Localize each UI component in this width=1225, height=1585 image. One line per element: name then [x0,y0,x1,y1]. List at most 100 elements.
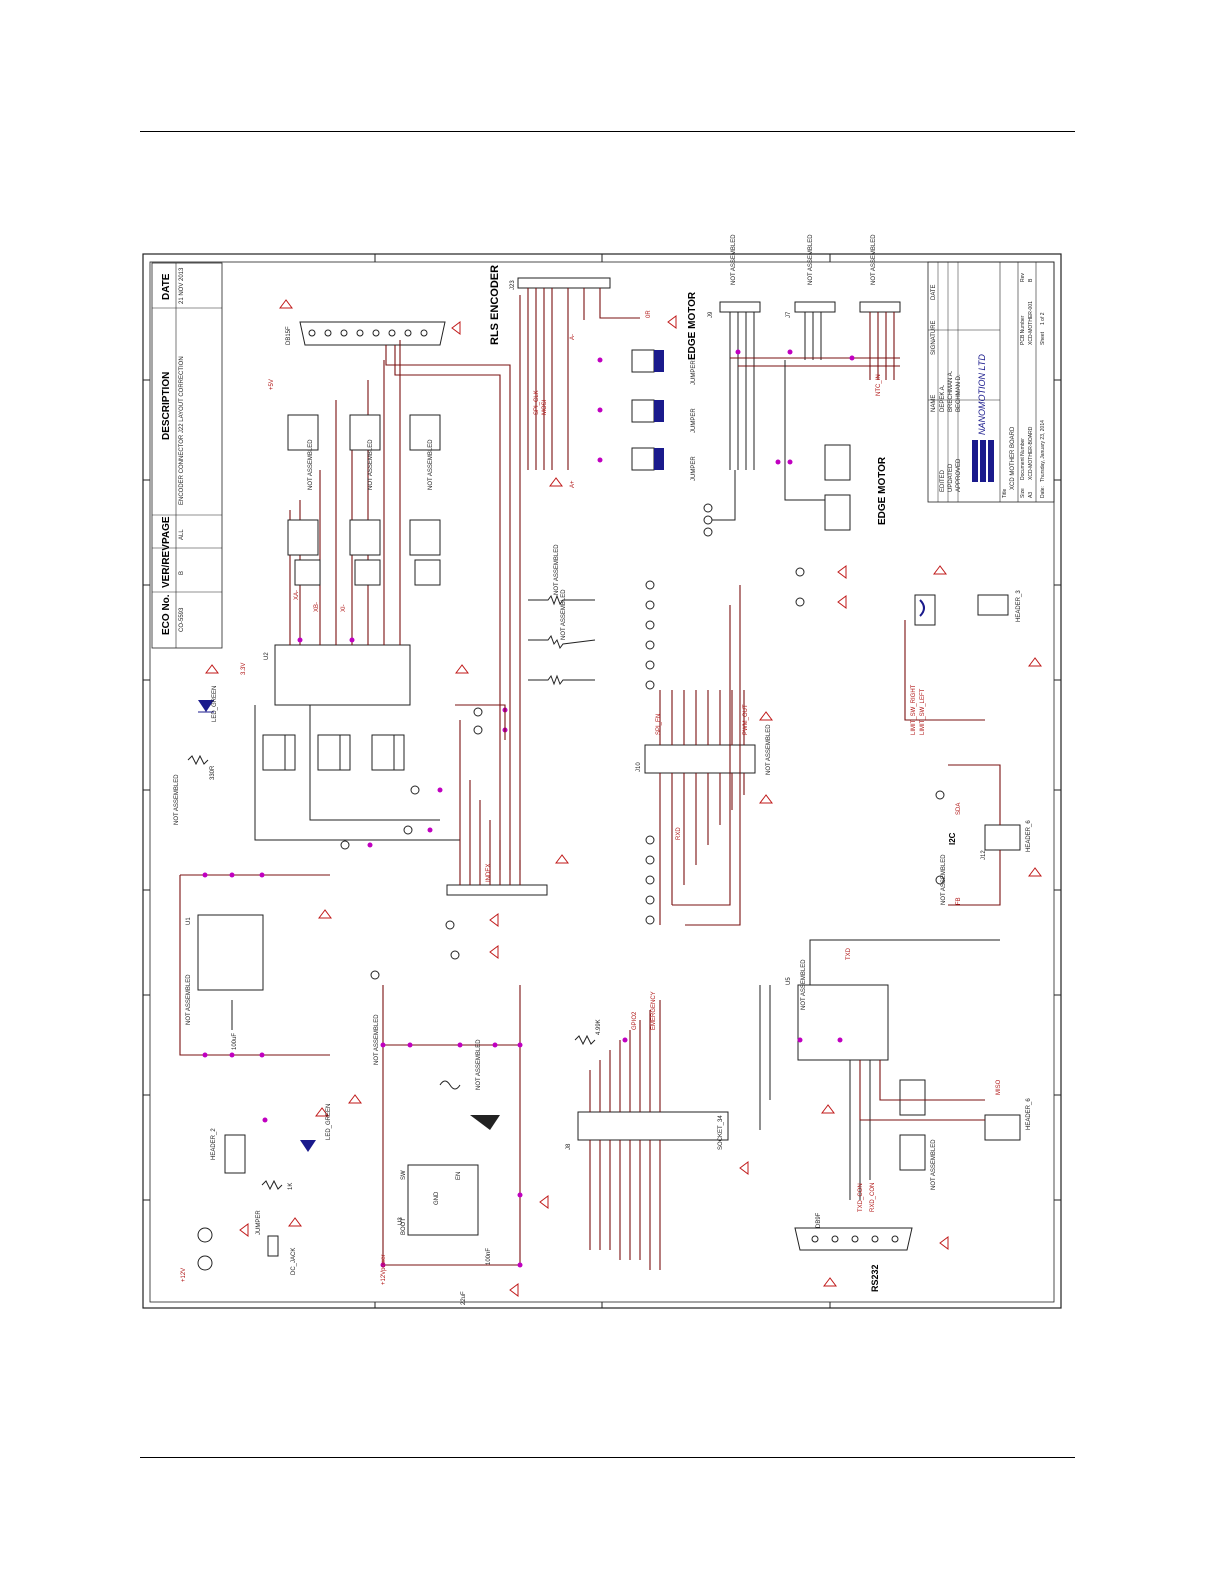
svg-text:U1: U1 [186,917,192,925]
svg-text:MISO: MISO [996,1079,1002,1095]
svg-text:SPI_CLK: SPI_CLK [534,390,540,415]
db9-connector: DB9F RS232 [794,1212,913,1292]
svg-text:4.99K: 4.99K [596,1019,602,1035]
rev-row-eco: CO-5593 [179,607,185,632]
svg-text:DEPEK A.: DEPEK A. [940,384,946,412]
svg-text:J8: J8 [566,1143,572,1150]
svg-text:BOOT: BOOT [401,1218,407,1235]
svg-text:NOT ASSEMBLED: NOT ASSEMBLED [554,544,560,595]
svg-text:NOT ASSEMBLED: NOT ASSEMBLED [766,724,772,775]
svg-text:DB15F: DB15F [286,326,292,345]
svg-text:Thursday, January 23, 2014: Thursday, January 23, 2014 [1040,420,1046,482]
svg-text:HEADER_3: HEADER_3 [1016,590,1022,622]
svg-text:NOT ASSEMBLED: NOT ASSEMBLED [808,234,814,285]
svg-text:JUMPER: JUMPER [691,456,697,481]
svg-text:330R: 330R [210,765,216,780]
svg-text:U2: U2 [264,652,270,660]
j7-header: HEADER_6 [984,1098,1032,1141]
header-rule [140,131,1075,132]
svg-text:U3: U3 [398,1217,404,1225]
svg-text:NANOMOTION LTD: NANOMOTION LTD [977,354,987,435]
u2-driver [274,340,441,706]
svg-text:DC_JACK: DC_JACK [291,1248,297,1275]
svg-text:PCB Number: PCB Number [1020,315,1026,345]
svg-text:JUMPER: JUMPER [256,1210,262,1235]
svg-text:HEADER_6: HEADER_6 [1026,820,1032,852]
svg-text:SOCKET_34: SOCKET_34 [718,1115,724,1150]
svg-text:SW: SW [401,1170,407,1180]
dc-jack: DC_JACK HEADER_2 1K [197,1128,316,1275]
r4-r5-r6 [528,594,596,686]
svg-text:TXD_CON: TXD_CON [858,1183,864,1212]
junction-dots [202,349,855,1268]
svg-text:APPROVED: APPROVED [956,458,962,492]
svg-text:Title: Title [1002,489,1008,498]
i2c-title: I2C [948,832,957,845]
svg-text:0R: 0R [646,310,652,318]
svg-text:A+: A+ [570,480,576,488]
not-assembled-notes: NOT ASSEMBLED NOT ASSEMBLED NOT ASSEMBLE… [174,234,947,1235]
svg-text:NOT ASSEMBLED: NOT ASSEMBLED [174,774,180,825]
svg-text:SDA: SDA [956,803,962,815]
nanomotion-logo: NANOMOTION LTD [972,354,994,482]
svg-text:EN: EN [456,1172,462,1180]
svg-text:SPI_EN: SPI_EN [656,714,662,735]
svg-text:BECHMAN D.: BECHMAN D. [956,374,962,412]
svg-text:NAME: NAME [931,395,937,412]
svg-text:BRECHMAN A.: BRECHMAN A. [948,370,954,412]
svg-text:JUMPER: JUMPER [691,408,697,433]
svg-text:XB-: XB- [314,602,320,612]
led-d5: LED_GREEN 330R [187,686,218,780]
rev-header-description: DESCRIPTION [161,372,172,440]
u1-regulator: 100uF [179,874,330,1056]
svg-text:HEADER_2: HEADER_2 [211,1128,217,1160]
svg-text:A-: A- [570,334,576,340]
title-block: EDITED UPDATED APPROVED NAME DEPEK A. BR… [927,261,1055,503]
svg-text:NTC_IN: NTC_IN [876,374,882,396]
svg-text:J10: J10 [636,762,642,772]
rev-row-description: ENCODER CONNECTOR J22 LAYOUT CORRECTION [179,356,185,505]
rev-header-date: DATE [161,273,172,300]
svg-text:Sheet: Sheet [1040,331,1046,345]
svg-text:+12V: +12V [181,1268,187,1282]
svg-text:Rev: Rev [1020,273,1026,282]
u3-switcher: 22uF 100nF [382,985,521,1305]
svg-text:1K: 1K [288,1183,294,1190]
reference-designators: U1 U2 U3 U5 J23 J8 J10 J12 J9 J7 [186,280,987,1225]
j11-header [644,690,756,925]
svg-text:J23: J23 [510,280,516,290]
svg-text:NOT ASSEMBLED: NOT ASSEMBLED [931,1139,937,1190]
u5-rs232 [759,984,926,1200]
svg-text:PWM_OUT: PWM_OUT [743,704,749,735]
j27-header3: HEADER_3 [914,590,1022,626]
sheet-title: XCD MOTHER BOARD [1010,426,1016,490]
interconnect-wires [385,295,1000,1121]
ground-symbols [205,299,1042,1297]
svg-text:+12Vpower: +12Vpower [381,1254,387,1285]
svg-text:MOSI: MOSI [542,399,548,415]
svg-text:NOT ASSEMBLED: NOT ASSEMBLED [308,439,314,490]
svg-text:NOT ASSEMBLED: NOT ASSEMBLED [801,959,807,1010]
svg-text:3.3V: 3.3V [241,663,247,675]
svg-text:INDEX: INDEX [486,864,492,882]
svg-text:22uF: 22uF [461,1291,467,1305]
svg-text:+5V: +5V [269,379,275,390]
rls-encoder-title: RLS ENCODER [489,265,501,345]
svg-text:JUMPER: JUMPER [691,360,697,385]
svg-text:NOT ASSEMBLED: NOT ASSEMBLED [871,234,877,285]
svg-text:NOT ASSEMBLED: NOT ASSEMBLED [374,1014,380,1065]
svg-text:LIMIT_SW_RIGHT: LIMIT_SW_RIGHT [911,684,917,735]
svg-text:RXD: RXD [676,827,682,840]
svg-text:TXD: TXD [846,947,852,960]
svg-text:J7: J7 [786,311,792,318]
svg-text:DB9F: DB9F [816,1212,822,1228]
svg-text:UPDATED: UPDATED [948,463,954,492]
svg-text:EDITED: EDITED [940,469,946,492]
svg-text:XCD-MOTHER-BOARD: XCD-MOTHER-BOARD [1028,426,1034,480]
rls-encoder-connector: RLS ENCODER 0R [489,265,652,470]
rev-header-ver: VER/REV [161,544,172,588]
svg-text:Date:: Date: [1040,486,1046,498]
rev-row-page: ALL [179,529,185,540]
edge-motor-connectors: EDGE MOTOR [719,301,901,531]
